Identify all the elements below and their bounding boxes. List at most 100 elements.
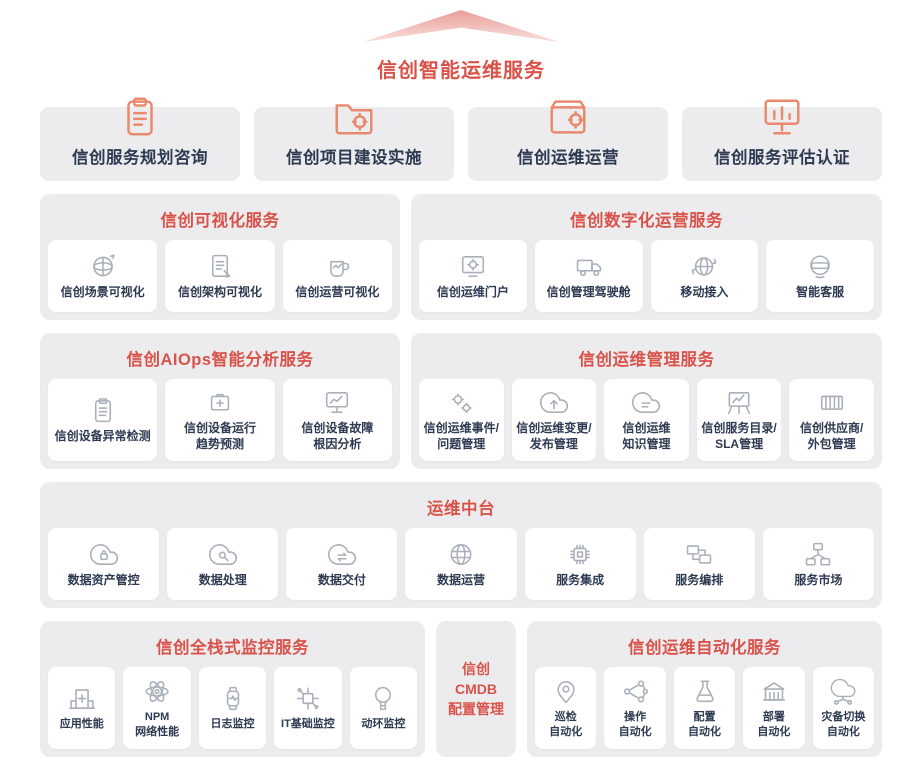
doc-icon [203, 252, 237, 281]
visualization-panel-title: 信创可视化服务 [160, 212, 280, 230]
ops-mgmt-cards: 信创运维事件/ 问题管理 信创运维变更/ 发布管理 信创运维 知识管理 信创服务… [419, 379, 874, 461]
service-card: IT基础监控 [274, 667, 342, 749]
top-service-card: 信创服务规划咨询 [40, 97, 240, 181]
service-card: 信创运维事件/ 问题管理 [419, 379, 504, 461]
service-card: 数据运营 [405, 528, 517, 600]
circuit-icon [291, 684, 325, 713]
row-middle-platform: 运维中台 数据资产管控 数据处理 数据交付 数据运营 服务集成 服务编排 服务市… [40, 482, 882, 608]
panel-monitoring: 信创全栈式监控服务 应用性能 NPM 网络性能 日志监控 IT基础监控 动环监控 [40, 621, 425, 757]
folder-gear-icon [331, 94, 377, 140]
medkit-icon [203, 388, 237, 417]
globe-net-icon [444, 540, 478, 569]
service-architecture-diagram: 信创智能运维服务 信创服务规划咨询 信创项目建设实施 信创运维运营 信创服务评估… [0, 10, 922, 760]
top-service-card: 信创运维运营 [468, 100, 668, 181]
panel-visualization: 信创可视化服务 信创场景可视化 信创架构可视化 信创运营可视化 [40, 194, 400, 320]
server-net-icon [801, 540, 835, 569]
service-card: 信创架构可视化 [165, 240, 275, 312]
digital-ops-panel-title: 信创数字化运营服务 [570, 212, 723, 230]
globe-icon [86, 252, 120, 281]
service-card: 服务集成 [524, 528, 636, 600]
up-arrow-icon [363, 10, 559, 42]
service-card: 信创场景可视化 [48, 240, 158, 312]
service-card: 服务市场 [762, 528, 874, 600]
page-title: 信创智能运维服务 [377, 60, 545, 82]
service-card: 智能客服 [766, 240, 874, 312]
row-monitoring-cmdb-automation: 信创全栈式监控服务 应用性能 NPM 网络性能 日志监控 IT基础监控 动环监控… [40, 621, 882, 757]
service-card: 灾备切换 自动化 [812, 667, 875, 749]
service-card: 操作 自动化 [604, 667, 666, 749]
service-card: 数据处理 [167, 528, 279, 600]
panel-automation: 信创运维自动化服务 巡检 自动化 操作 自动化 配置 自动化 部署 自动化 灾备… [527, 621, 882, 757]
container-icon [815, 388, 849, 417]
balloon-icon [366, 684, 400, 713]
top-services-row: 信创服务规划咨询 信创项目建设实施 信创运维运营 信创服务评估认证 [0, 97, 922, 181]
service-card: 应用性能 [48, 667, 116, 749]
service-card: 信创设备故障 根因分析 [282, 379, 392, 461]
watch-icon [216, 684, 250, 713]
service-card: 信创运维 知识管理 [604, 379, 689, 461]
service-card: 数据交付 [286, 528, 398, 600]
panel-aiops: 信创AIOps智能分析服务 信创设备异常检测 信创设备运行 趋势预测 信创设备故… [40, 333, 400, 469]
pin-user-icon [549, 677, 583, 706]
headset-icon [803, 252, 837, 281]
row-aiops-mgmt: 信创AIOps智能分析服务 信创设备异常检测 信创设备运行 趋势预测 信创设备故… [40, 333, 882, 469]
top-service-card: 信创服务评估认证 [682, 99, 882, 181]
cloud-list-icon [629, 388, 663, 417]
cloud-lock-icon [87, 540, 121, 569]
service-card: 配置 自动化 [673, 667, 736, 749]
ops-mgmt-panel-title: 信创运维管理服务 [578, 351, 715, 369]
cup-icon [320, 252, 354, 281]
screens-icon [682, 540, 716, 569]
monitor-chart-icon [320, 388, 354, 417]
service-card: 信创设备运行 趋势预测 [165, 379, 275, 461]
service-card: 信创运营可视化 [282, 240, 392, 312]
service-card: 日志监控 [198, 667, 267, 749]
service-card: 动环监控 [349, 667, 418, 749]
aiops-panel-title: 信创AIOps智能分析服务 [126, 351, 314, 369]
middle-platform-cards: 数据资产管控 数据处理 数据交付 数据运营 服务集成 服务编排 服务市场 [48, 528, 874, 600]
box-gear-icon [545, 94, 591, 140]
cmdb-label: 信创 CMDB 配置管理 [448, 660, 504, 718]
atom-icon [140, 677, 174, 706]
visualization-cards: 信创场景可视化 信创架构可视化 信创运营可视化 [48, 240, 392, 312]
panel-digital-ops: 信创数字化运营服务 信创运维门户 信创管理驾驶舱 移动接入 智能客服 [411, 194, 882, 320]
service-card: 信创设备异常检测 [48, 379, 158, 461]
service-card: 部署 自动化 [743, 667, 805, 749]
aiops-cards: 信创设备异常检测 信创设备运行 趋势预测 信创设备故障 根因分析 [48, 379, 392, 461]
cloud-sync-icon [325, 540, 359, 569]
service-card: 信创运维变更/ 发布管理 [511, 379, 597, 461]
service-card: 巡检 自动化 [535, 667, 597, 749]
automation-cards: 巡检 自动化 操作 自动化 配置 自动化 部署 自动化 灾备切换 自动化 [535, 667, 875, 749]
service-card: 服务编排 [643, 528, 755, 600]
clipboard-icon [117, 94, 163, 140]
service-card: 信创管理驾驶舱 [534, 240, 643, 312]
digital-ops-cards: 信创运维门户 信创管理驾驶舱 移动接入 智能客服 [419, 240, 874, 312]
cloud-net-icon [826, 677, 860, 706]
nodes-icon [618, 677, 652, 706]
service-card: 信创运维门户 [419, 240, 527, 312]
monitoring-cards: 应用性能 NPM 网络性能 日志监控 IT基础监控 动环监控 [48, 667, 418, 749]
panel-middle-platform: 运维中台 数据资产管控 数据处理 数据交付 数据运营 服务集成 服务编排 服务市… [40, 482, 882, 608]
service-card: 信创供应商/ 外包管理 [789, 379, 874, 461]
service-card: NPM 网络性能 [123, 667, 191, 749]
gears-icon [444, 388, 478, 417]
automation-panel-title: 信创运维自动化服务 [628, 639, 781, 657]
chart-board-icon [759, 94, 805, 140]
cloud-up-icon [537, 388, 571, 417]
top-service-card: 信创项目建设实施 [254, 104, 454, 181]
building-icon [757, 677, 791, 706]
chart-easel-icon [722, 388, 756, 417]
cloud-search-icon [206, 540, 240, 569]
service-card: 数据资产管控 [48, 528, 160, 600]
service-card: 信创服务目录/ SLA管理 [696, 379, 782, 461]
panel-ops-mgmt: 信创运维管理服务 信创运维事件/ 问题管理 信创运维变更/ 发布管理 信创运维 … [411, 333, 882, 469]
gear-panel-icon [456, 252, 490, 281]
middle-platform-panel-title: 运维中台 [427, 500, 495, 518]
globe-sync-icon [687, 252, 721, 281]
row-visualization-digital: 信创可视化服务 信创场景可视化 信创架构可视化 信创运营可视化 信创数字化运营服… [40, 194, 882, 320]
monitoring-panel-title: 信创全栈式监控服务 [156, 639, 309, 657]
clipboard-list-icon [86, 396, 120, 425]
service-card: 移动接入 [650, 240, 759, 312]
app-health-icon [65, 684, 99, 713]
truck-icon [572, 252, 606, 281]
